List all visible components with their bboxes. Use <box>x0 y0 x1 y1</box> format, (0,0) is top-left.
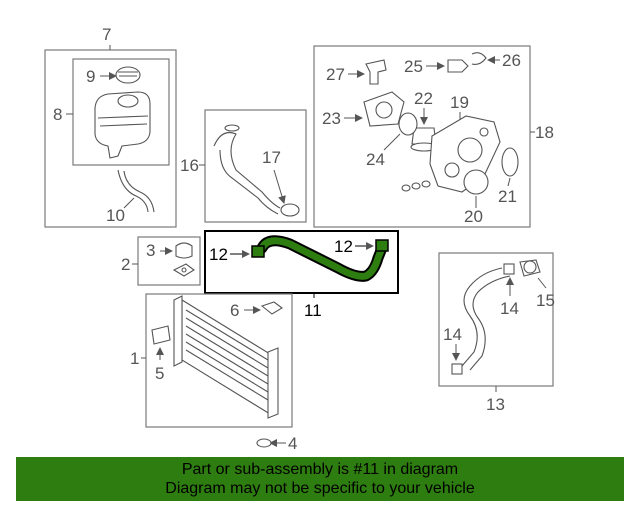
gasket-24 <box>398 112 418 136</box>
clamp-14-top <box>503 263 515 275</box>
info-banner: Part or sub-assembly is #11 in diagram D… <box>16 457 624 501</box>
callout-4[interactable]: 4 <box>288 434 297 453</box>
overflow-hose <box>123 170 155 213</box>
callout-1[interactable]: 1 <box>130 349 139 368</box>
callout-21[interactable]: 21 <box>498 187 517 206</box>
box-8 <box>72 58 170 166</box>
bypass-hose <box>213 131 281 215</box>
callout-24[interactable]: 24 <box>366 150 385 169</box>
banner-line-2: Diagram may not be specific to your vehi… <box>165 480 475 497</box>
bracket-27 <box>365 59 387 85</box>
banner-line-1: Part or sub-assembly is #11 in diagram <box>181 461 459 478</box>
hose-clamp-12-right <box>375 239 389 252</box>
cap-3 <box>175 242 193 259</box>
gasket-20 <box>463 169 489 195</box>
callout-15[interactable]: 15 <box>536 291 555 310</box>
callout-12-left[interactable]: 12 <box>209 245 228 264</box>
box-2 <box>137 236 201 286</box>
group-radiator: 1 5 6 4 <box>130 293 297 453</box>
callout-8[interactable]: 8 <box>53 105 62 124</box>
callout-19[interactable]: 19 <box>450 93 469 112</box>
callout-14-right[interactable]: 14 <box>500 299 519 318</box>
group-hose-13: 13 14 15 14 <box>438 252 555 414</box>
reservoir-cap <box>115 66 141 84</box>
callout-23[interactable]: 23 <box>322 109 341 128</box>
clamp-14-bottom <box>451 363 463 375</box>
box-11 <box>204 230 399 294</box>
sensor-25 <box>447 59 469 73</box>
group-thermostat: 18 27 25 26 23 22 24 19 <box>313 45 554 228</box>
callout-22[interactable]: 22 <box>414 89 433 108</box>
group-hose-16: 16 17 <box>180 109 307 223</box>
mount-6 <box>260 301 283 315</box>
hose-clamp-12-left <box>251 245 265 258</box>
box-18 <box>313 45 531 228</box>
group-hose-11: 12 12 11 <box>204 230 399 320</box>
callout-12-right[interactable]: 12 <box>334 237 353 256</box>
callout-9[interactable]: 9 <box>86 67 95 86</box>
box-16 <box>204 109 307 223</box>
callout-2[interactable]: 2 <box>121 255 130 274</box>
group-reservoir: 7 8 9 10 <box>44 25 177 228</box>
clip-26 <box>471 52 487 65</box>
callout-7[interactable]: 7 <box>102 25 111 44</box>
group-bracket-2: 2 3 <box>121 236 201 286</box>
callout-13[interactable]: 13 <box>486 395 505 414</box>
radiator-core <box>181 299 271 415</box>
gasket-21 <box>501 147 519 177</box>
callout-26[interactable]: 26 <box>502 51 521 70</box>
callout-25[interactable]: 25 <box>404 57 423 76</box>
bracket-5 <box>151 325 171 345</box>
callout-20[interactable]: 20 <box>464 207 483 226</box>
box-1 <box>145 293 293 428</box>
insulator-4 <box>256 438 272 448</box>
callout-3[interactable]: 3 <box>146 241 155 260</box>
callout-6[interactable]: 6 <box>230 301 239 320</box>
callout-11[interactable]: 11 <box>304 301 322 320</box>
callout-17[interactable]: 17 <box>262 148 281 167</box>
callout-5[interactable]: 5 <box>155 364 164 383</box>
callout-16[interactable]: 16 <box>180 156 199 175</box>
callout-14-left[interactable]: 14 <box>443 325 462 344</box>
callout-18[interactable]: 18 <box>535 123 554 142</box>
hose-clamp <box>280 203 300 217</box>
callout-10[interactable]: 10 <box>106 206 125 225</box>
lower-hose <box>461 267 511 371</box>
callout-27[interactable]: 27 <box>326 65 345 84</box>
